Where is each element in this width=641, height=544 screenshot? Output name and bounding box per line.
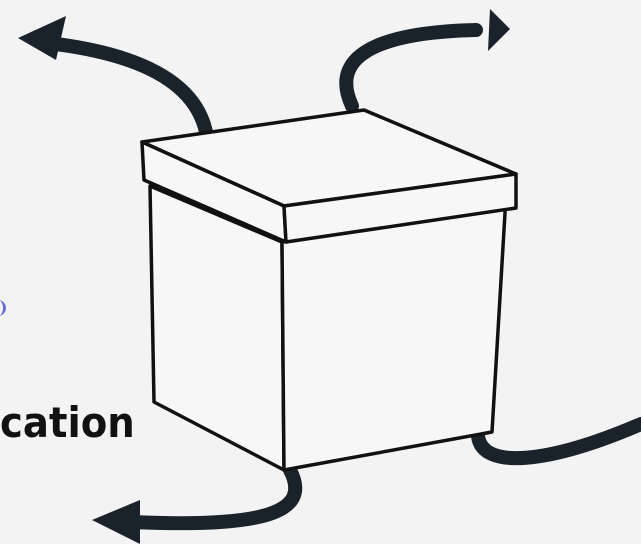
box-icon xyxy=(140,108,518,472)
arrow-bottom-right xyxy=(471,417,641,466)
arrow-top-right xyxy=(339,9,510,113)
partial-edge-mark xyxy=(0,300,6,316)
arrow-top-left xyxy=(18,16,213,139)
arrow-bottom-left xyxy=(92,463,303,544)
partial-label: cation xyxy=(0,398,135,447)
